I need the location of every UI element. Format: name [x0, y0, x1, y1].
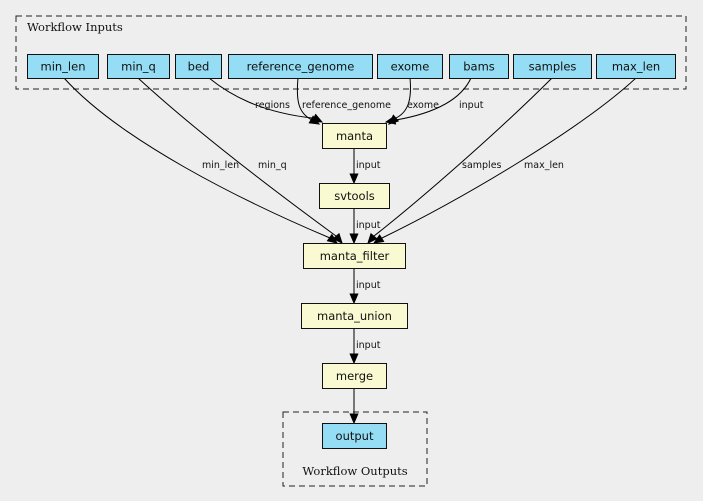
workflow-outputs-label: Workflow Outputs	[302, 464, 407, 478]
arrowhead-icon	[349, 413, 359, 425]
step-node-svtools[interactable]: svtools	[319, 183, 390, 209]
workflow-inputs-label: Workflow Inputs	[27, 20, 123, 34]
arrowhead-icon	[349, 293, 359, 305]
node-label: manta_union	[317, 309, 392, 323]
edge-label: input	[356, 220, 381, 231]
edge-merge-to-output	[349, 388, 359, 425]
input-node-bed[interactable]: bed	[175, 54, 222, 79]
edge-label: input	[356, 340, 381, 351]
node-box	[377, 54, 443, 79]
edge-label: min_q	[258, 160, 287, 171]
node-label: merge	[336, 369, 373, 383]
arrowhead-icon	[384, 115, 397, 125]
edge-label: max_len	[524, 160, 564, 171]
edge-max_len-to-manta_filter: max_len	[372, 77, 637, 244]
edge-manta_union-to-merge: input	[349, 328, 381, 365]
node-box	[596, 54, 676, 79]
node-box	[27, 54, 99, 79]
edge-bams-to-manta: input	[384, 77, 484, 125]
input-node-samples[interactable]: samples	[513, 54, 592, 79]
edge-line	[296, 77, 313, 121]
edge-label: input	[356, 280, 381, 291]
step-node-merge[interactable]: merge	[322, 363, 387, 389]
edge-samples-to-manta_filter: samples	[367, 77, 553, 244]
edge-line	[395, 77, 411, 119]
workflow-outputs-cluster	[282, 411, 428, 487]
node-box	[322, 123, 387, 149]
node-box	[301, 303, 408, 329]
node-label: output	[336, 429, 374, 443]
edge-line	[63, 77, 331, 239]
edge-line	[373, 77, 553, 237]
input-node-bams[interactable]: bams	[449, 54, 509, 79]
node-box	[107, 54, 170, 79]
node-label: bams	[463, 60, 495, 74]
edge-label: reference_genome	[302, 100, 391, 111]
edge-line	[381, 77, 637, 239]
edge-label: input	[459, 100, 484, 111]
node-box	[303, 243, 406, 269]
input-node-min-len[interactable]: min_len	[27, 54, 99, 79]
node-box	[319, 183, 390, 209]
edge-label: regions	[255, 100, 290, 111]
node-label: max_len	[612, 60, 660, 74]
step-node-manta-union[interactable]: manta_union	[301, 303, 408, 329]
edge-min_len-to-manta_filter: min_len	[63, 77, 339, 244]
edge-line	[137, 77, 337, 237]
node-label: manta_filter	[320, 249, 390, 263]
edge-reference_genome-to-manta: reference_genome	[296, 77, 391, 125]
node-box	[322, 363, 387, 389]
edge-label: samples	[462, 160, 502, 171]
step-node-manta[interactable]: manta	[322, 123, 387, 149]
node-label: samples	[529, 60, 577, 74]
edge-svtools-to-manta_filter: input	[349, 208, 381, 245]
step-node-manta-filter[interactable]: manta_filter	[303, 243, 406, 269]
node-label: manta	[336, 129, 373, 143]
input-node-max-len[interactable]: max_len	[596, 54, 676, 79]
node-box	[228, 54, 373, 79]
edge-min_q-to-manta_filter: min_q	[137, 77, 343, 244]
edge-label: min_len	[202, 160, 239, 171]
node-label: min_len	[41, 60, 86, 74]
arrowhead-icon	[308, 115, 321, 125]
edge-manta-to-svtools: input	[349, 148, 381, 185]
node-label: min_q	[121, 60, 156, 74]
edge-label: input	[356, 160, 381, 171]
arrowhead-icon	[332, 232, 343, 244]
input-node-min-q[interactable]: min_q	[107, 54, 170, 79]
node-label: svtools	[334, 189, 375, 203]
edge-line	[395, 77, 472, 121]
node-box	[322, 423, 387, 449]
input-node-output[interactable]: output	[322, 423, 387, 449]
edge-manta_filter-to-manta_union: input	[349, 268, 381, 305]
arrowhead-icon	[349, 173, 359, 185]
node-label: reference_genome	[247, 60, 355, 74]
input-node-exome[interactable]: exome	[377, 54, 443, 79]
arrowhead-icon	[372, 234, 385, 244]
input-node-reference-genome[interactable]: reference_genome	[228, 54, 373, 79]
node-box	[449, 54, 509, 79]
node-box	[513, 54, 592, 79]
node-label: bed	[188, 60, 210, 74]
edge-label: exome	[407, 100, 439, 111]
edge-exome-to-manta: exome	[388, 77, 439, 125]
workflow-inputs-cluster	[15, 15, 687, 90]
arrowhead-icon	[349, 233, 359, 245]
node-box	[175, 54, 222, 79]
node-label: exome	[391, 60, 430, 74]
arrowhead-icon	[349, 353, 359, 365]
arrowhead-icon	[367, 232, 378, 244]
